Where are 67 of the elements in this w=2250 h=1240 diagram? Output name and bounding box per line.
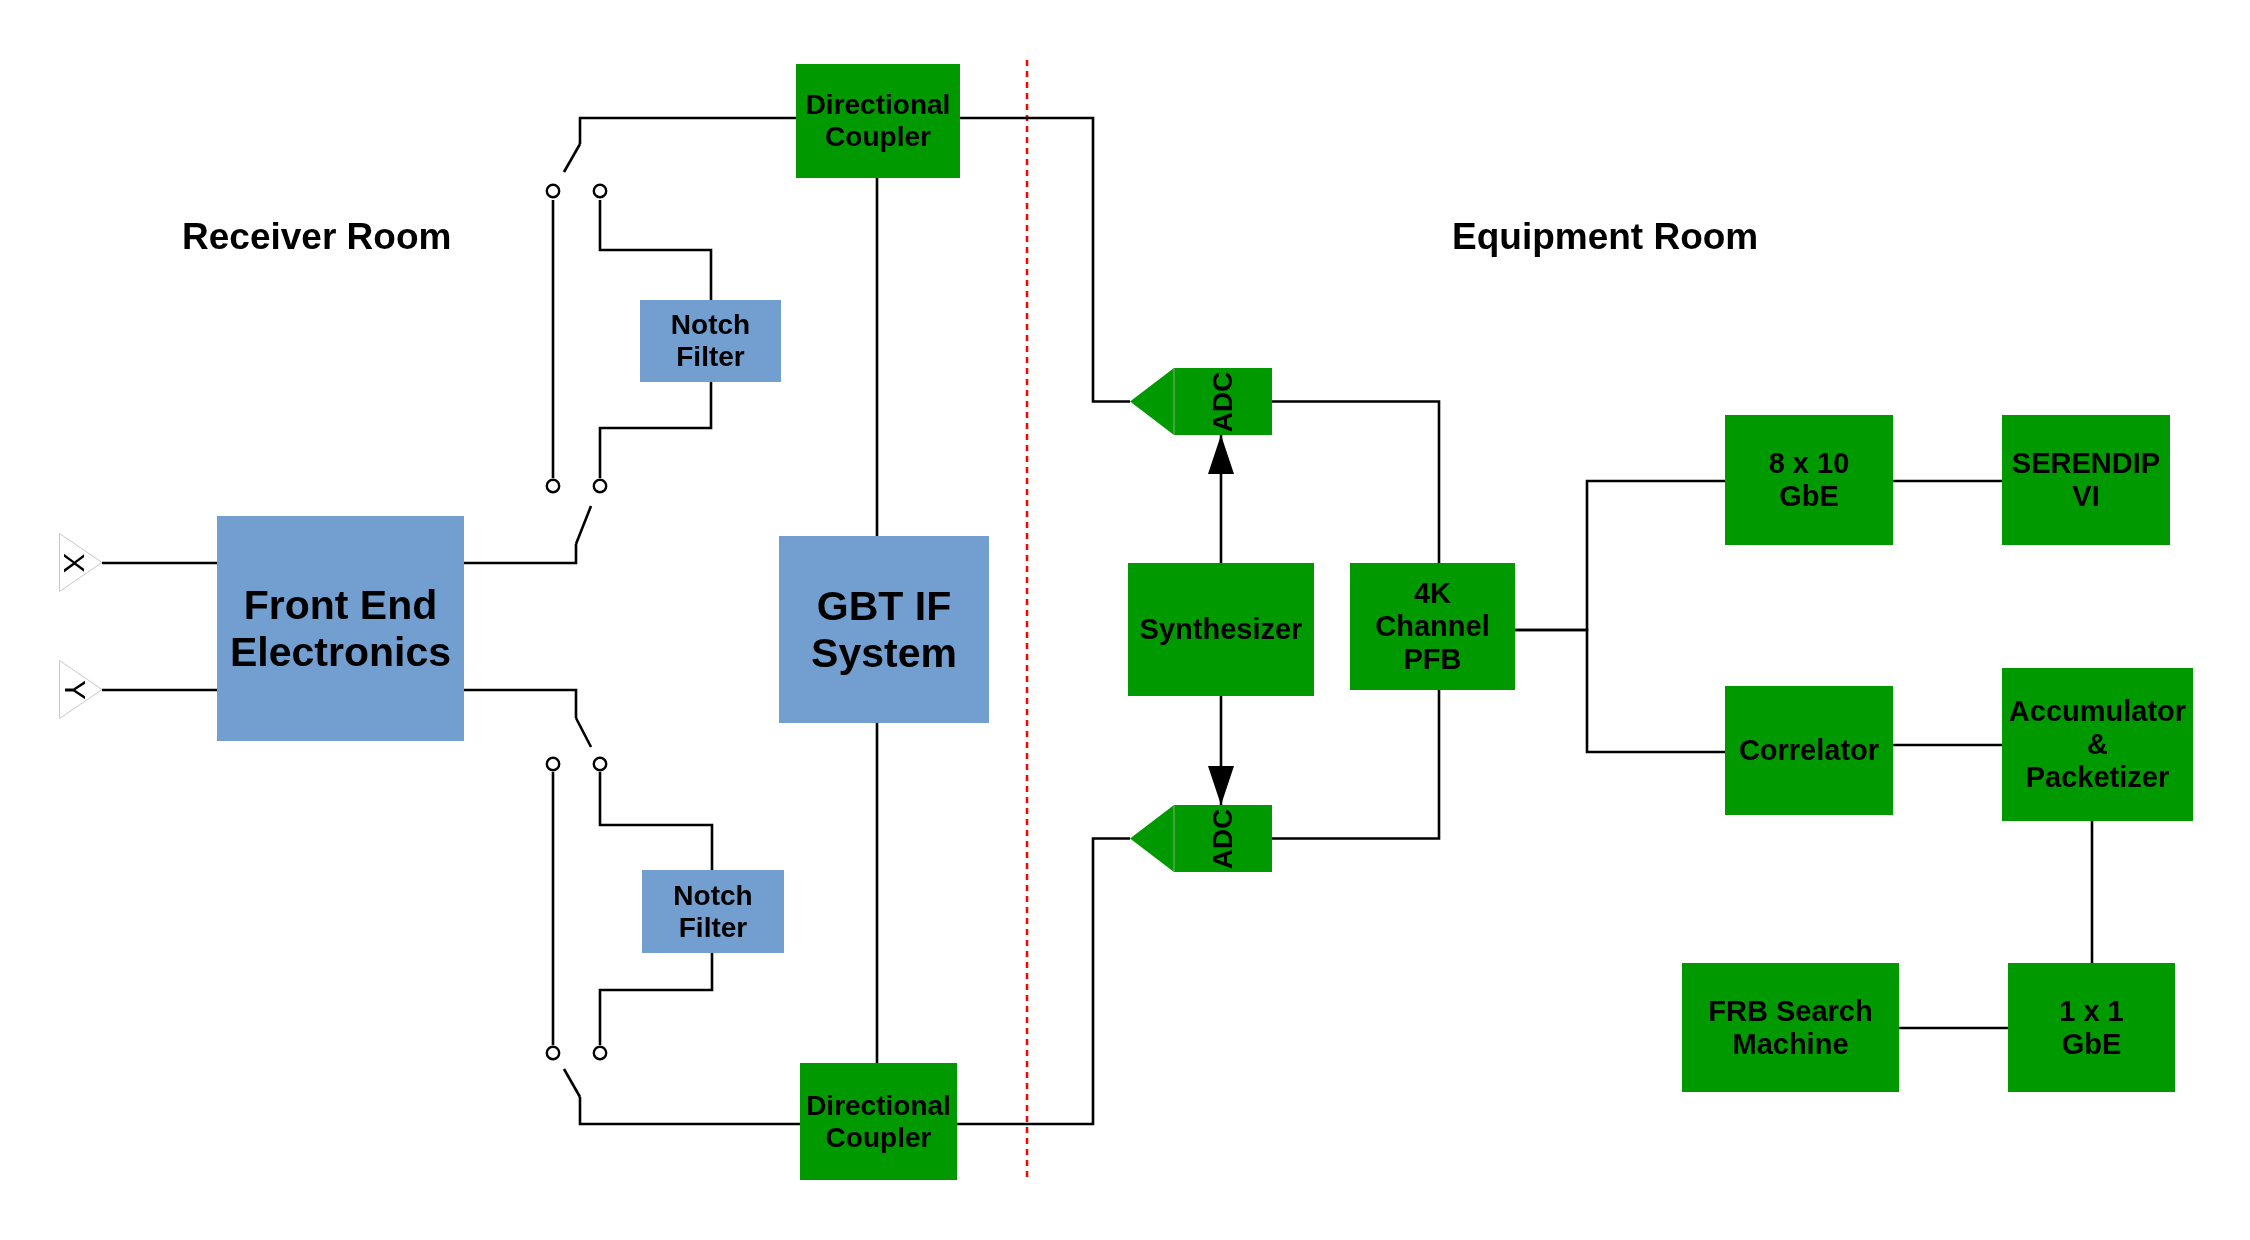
- box-label: Accumulator & Packetizer: [2007, 695, 2188, 794]
- connector-line: [960, 116, 1130, 403]
- box-label: FRB Search Machine: [1707, 994, 1874, 1061]
- connector-line: [578, 116, 796, 144]
- connector-line: [578, 1097, 800, 1126]
- box-label: 1 x 1 GbE: [2058, 994, 2125, 1061]
- connector-line: [1272, 690, 1441, 840]
- connector-line: [1893, 479, 2002, 483]
- process-box: [2008, 963, 2175, 1092]
- connector-line: [102, 688, 217, 692]
- box-label: Correlator: [1738, 734, 1880, 767]
- connector-line: [1899, 1026, 2008, 1030]
- process-box: [1350, 563, 1515, 690]
- process-box: [800, 1063, 957, 1180]
- box-label: Synthesizer: [1139, 613, 1303, 646]
- switch-symbol: [545, 718, 608, 772]
- connector-line: [102, 561, 217, 565]
- process-box: [642, 870, 784, 953]
- adc-block: [1130, 805, 1272, 872]
- process-box: [1725, 415, 1893, 545]
- adc-label: ADC: [1209, 371, 1237, 432]
- switch-symbol: [545, 1045, 608, 1097]
- connector-line: [464, 544, 578, 565]
- antenna-label: Y: [60, 679, 90, 700]
- arrow: [1208, 435, 1234, 563]
- box-label: GBT IF System: [810, 583, 958, 676]
- process-box: [2002, 415, 2170, 545]
- connector-line: [551, 772, 555, 1045]
- process-box: [1128, 563, 1314, 696]
- section-heading: Receiver Room: [182, 216, 452, 259]
- arrow: [1208, 696, 1234, 805]
- process-box: [217, 516, 464, 741]
- section-heading: Equipment Room: [1452, 216, 1759, 259]
- box-label: Directional Coupler: [805, 1089, 952, 1154]
- adc-block: [1130, 368, 1272, 435]
- connector-line: [1272, 400, 1441, 563]
- box-label: Front End Electronics: [229, 582, 452, 675]
- connector-line: [598, 953, 714, 1045]
- process-box: [640, 300, 781, 382]
- process-box: [796, 64, 960, 178]
- antenna-symbol: [59, 660, 102, 719]
- connector-line: [957, 837, 1130, 1126]
- process-box: [2002, 668, 2193, 821]
- connector-line: [464, 688, 578, 718]
- process-box: [1725, 686, 1893, 815]
- box-label: Directional Coupler: [805, 89, 951, 153]
- connector-line: [598, 772, 714, 870]
- box-label: Notch Filter: [672, 879, 754, 944]
- process-box: [1682, 963, 1899, 1092]
- connector-line: [598, 200, 713, 300]
- connector-line: [875, 178, 879, 536]
- process-box: [779, 536, 989, 723]
- box-label: 8 x 10 GbE: [1768, 447, 1850, 513]
- connector-line: [1893, 743, 2002, 747]
- box-label: 4K Channel PFB: [1374, 577, 1491, 676]
- connector-line: [875, 723, 879, 1063]
- switch-symbol: [545, 478, 608, 544]
- box-label: SERENDIP VI: [2011, 447, 2161, 513]
- switch-symbol: [545, 144, 608, 200]
- box-label: Notch Filter: [670, 309, 751, 373]
- adc-label: ADC: [1209, 808, 1237, 869]
- connector-line: [551, 200, 555, 478]
- connector-line: [598, 382, 713, 478]
- connector-line: [2090, 821, 2094, 963]
- connector-line: [1515, 628, 1725, 754]
- antenna-symbol: [59, 533, 102, 592]
- antenna-label: X: [59, 552, 89, 573]
